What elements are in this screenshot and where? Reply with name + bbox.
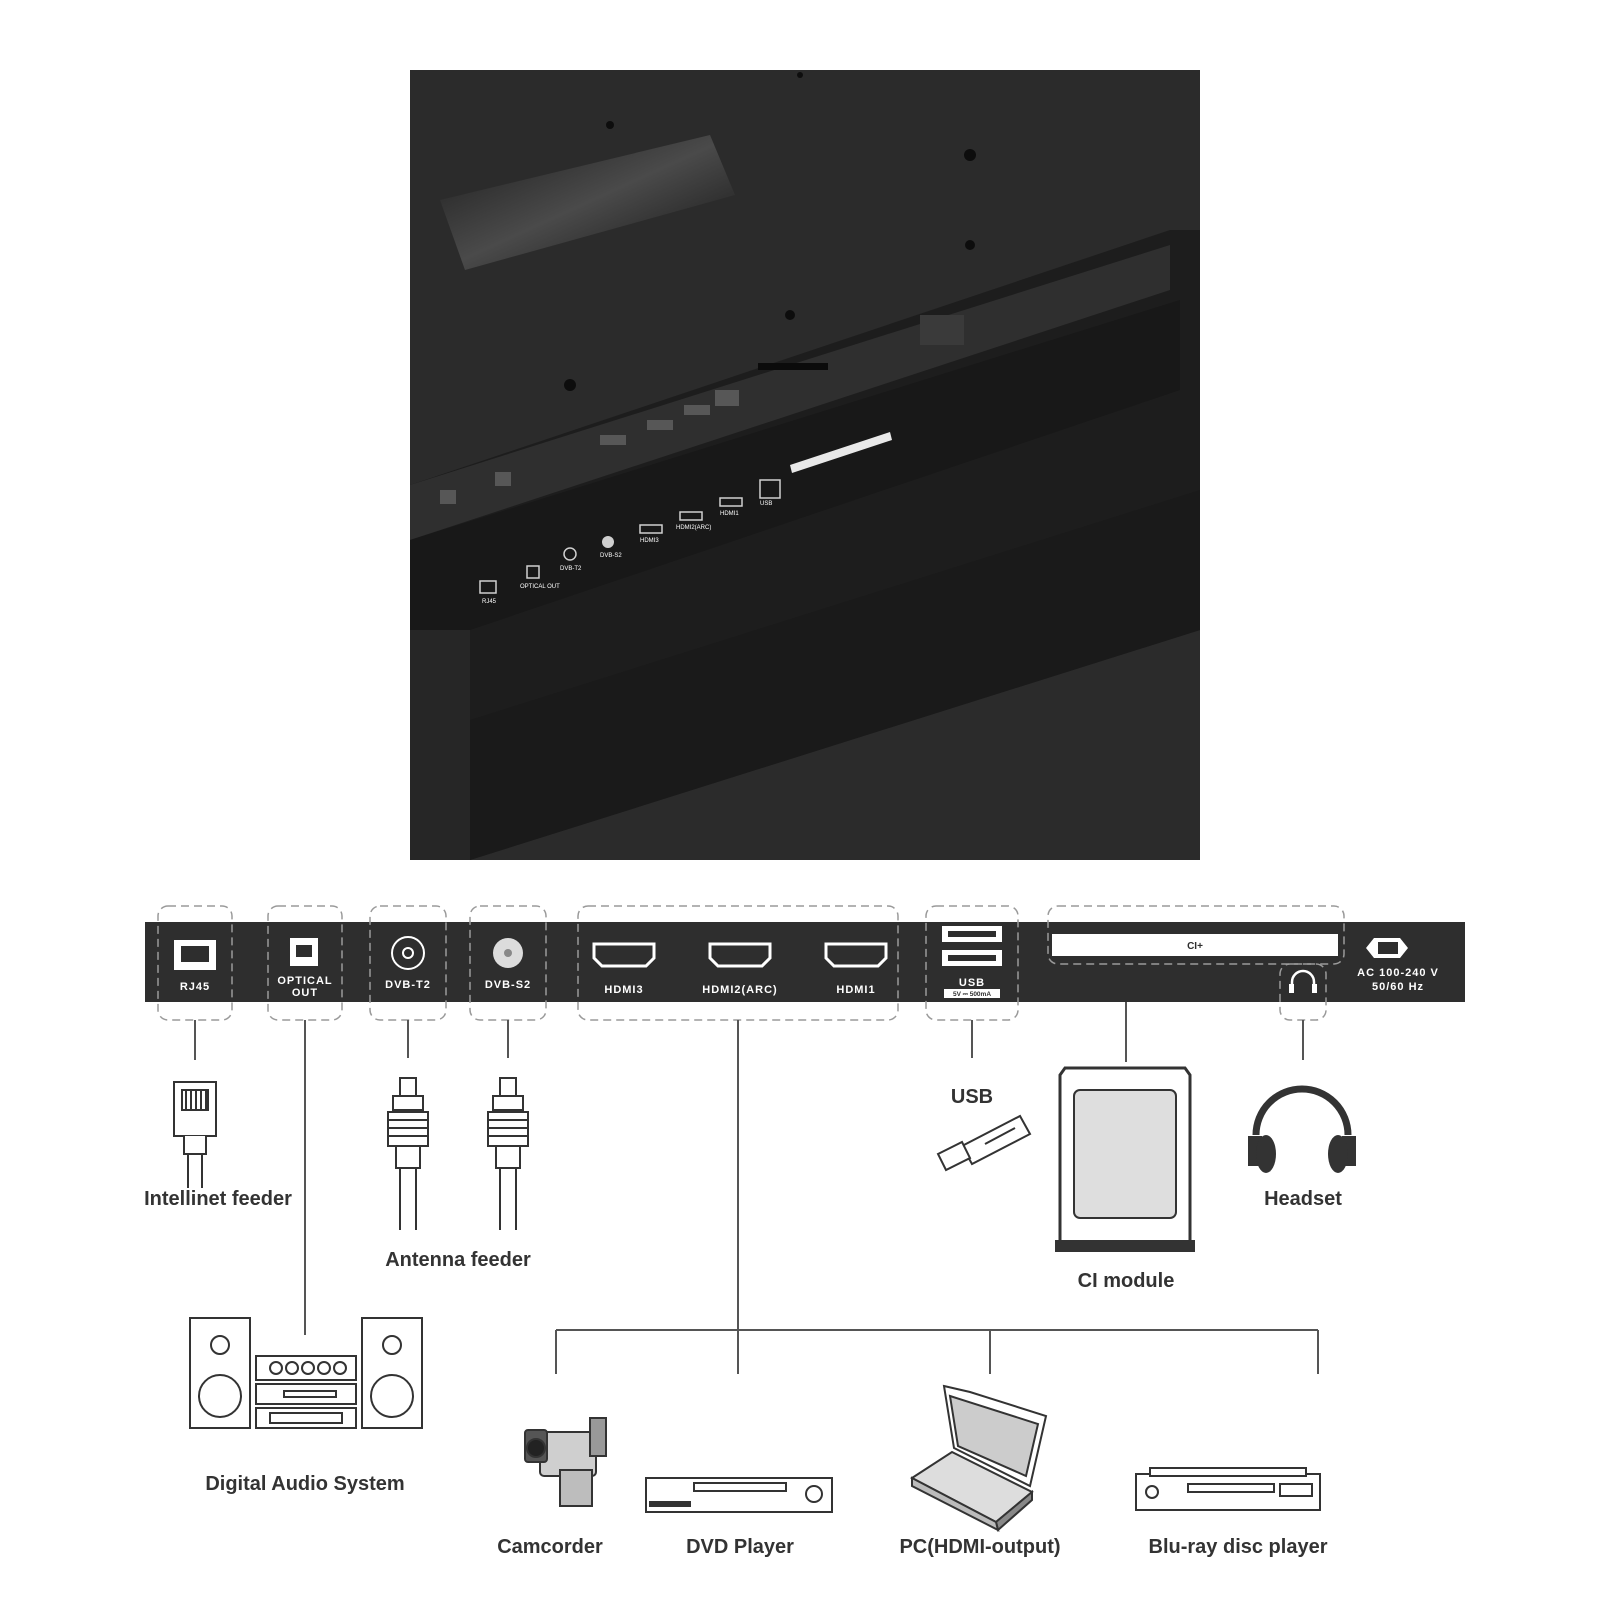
photo-label-dvbs2: DVB-S2 xyxy=(600,553,622,559)
hdmi1-port-icon xyxy=(824,942,888,968)
digital-audio-system-icon xyxy=(189,1317,423,1429)
dvb-t2-label: DVB-T2 xyxy=(385,979,431,991)
panel-ports xyxy=(174,926,1408,993)
screw-holes xyxy=(564,72,976,391)
photo-label-optical: OPTICAL OUT xyxy=(520,584,560,590)
photo-label-hdmi2: HDMI2(ARC) xyxy=(676,525,711,531)
photo-label-hdmi1: HDMI1 xyxy=(720,511,739,517)
hdmi1-label: HDMI1 xyxy=(836,984,875,996)
dvd-player-label: DVD Player xyxy=(686,1536,794,1558)
ci-slot xyxy=(1052,934,1338,956)
dvd-player-icon xyxy=(645,1477,833,1513)
ci-label: CI+ xyxy=(1187,941,1203,952)
hdmi2-label: HDMI2(ARC) xyxy=(702,984,777,996)
photo-label-rj45: RJ45 xyxy=(482,599,497,605)
antenna-feeder-label: Antenna feeder xyxy=(385,1249,531,1271)
ac-label-line1: AC 100-240 V xyxy=(1357,967,1439,979)
tv-rear-photo: RJ45 OPTICAL OUT DVB-T2 DVB-S2 HDMI3 HDM… xyxy=(410,70,1200,860)
pc-laptop-icon xyxy=(910,1384,1048,1532)
panel-labels: RJ45 OPTICAL OUT DVB-T2 DVB-S2 HDMI3 HDM… xyxy=(180,941,1439,999)
bluray-label: Blu-ray disc player xyxy=(1149,1536,1328,1558)
optical-label-line2: OUT xyxy=(292,987,318,999)
hdmi-port-icons xyxy=(592,942,888,968)
antenna-connector-dvb-s2-icon xyxy=(487,1077,529,1230)
headset-icon xyxy=(1248,1085,1356,1173)
usb-panel-label: USB xyxy=(959,977,985,989)
usb-rating-box xyxy=(944,989,1000,998)
antenna-connector-dvb-t2-icon xyxy=(387,1077,429,1230)
upper-port-row xyxy=(440,315,964,504)
digital-audio-system-label: Digital Audio System xyxy=(205,1473,404,1495)
lower-port-row xyxy=(479,432,892,594)
optical-label-line1: OPTICAL xyxy=(277,975,332,987)
ci-module-label: CI module xyxy=(1078,1270,1175,1292)
hdmi2-port-icon xyxy=(708,942,772,968)
camcorder-label: Camcorder xyxy=(497,1536,603,1558)
dvb-t2-port-icon xyxy=(391,936,425,970)
usb-rating-label: 5V ⎓ 500mA xyxy=(953,991,991,998)
usb-stick-icon xyxy=(936,1114,1032,1172)
photo-port-labels: RJ45 OPTICAL OUT DVB-T2 DVB-S2 HDMI3 HDM… xyxy=(482,501,772,605)
ac-label-line2: 50/60 Hz xyxy=(1372,981,1424,993)
pc-label: PC(HDMI-output) xyxy=(899,1536,1060,1558)
intellinet-feeder-label: Intellinet feeder xyxy=(144,1188,292,1210)
photo-label-dvbt2: DVB-T2 xyxy=(560,566,582,572)
hdmi3-port-icon xyxy=(592,942,656,968)
camcorder-icon xyxy=(524,1417,607,1507)
connection-lines xyxy=(194,1002,1319,1374)
bottom-frame xyxy=(470,490,1200,860)
usb-device-label: USB xyxy=(951,1086,993,1108)
device-labels: Intellinet feeder Antenna feeder Digital… xyxy=(144,1086,1342,1558)
ci-module-icon xyxy=(1055,1066,1195,1252)
upper-connector-wall xyxy=(410,245,1170,540)
hdmi3-label: HDMI3 xyxy=(604,984,643,996)
left-frame xyxy=(410,630,470,860)
rj45-plug-icon xyxy=(173,1081,217,1188)
headphone-jack-icon xyxy=(1290,969,1316,990)
photo-label-usb: USB xyxy=(760,501,772,507)
label-plate xyxy=(440,135,735,270)
rj45-label: RJ45 xyxy=(180,981,210,993)
dvb-s2-label: DVB-S2 xyxy=(485,979,531,991)
photo-label-hdmi3: HDMI3 xyxy=(640,538,659,544)
headset-label: Headset xyxy=(1264,1188,1342,1210)
bluray-player-icon xyxy=(1135,1467,1321,1511)
tv-rear-photo-drawing: RJ45 OPTICAL OUT DVB-T2 DVB-S2 HDMI3 HDM… xyxy=(410,70,1200,860)
